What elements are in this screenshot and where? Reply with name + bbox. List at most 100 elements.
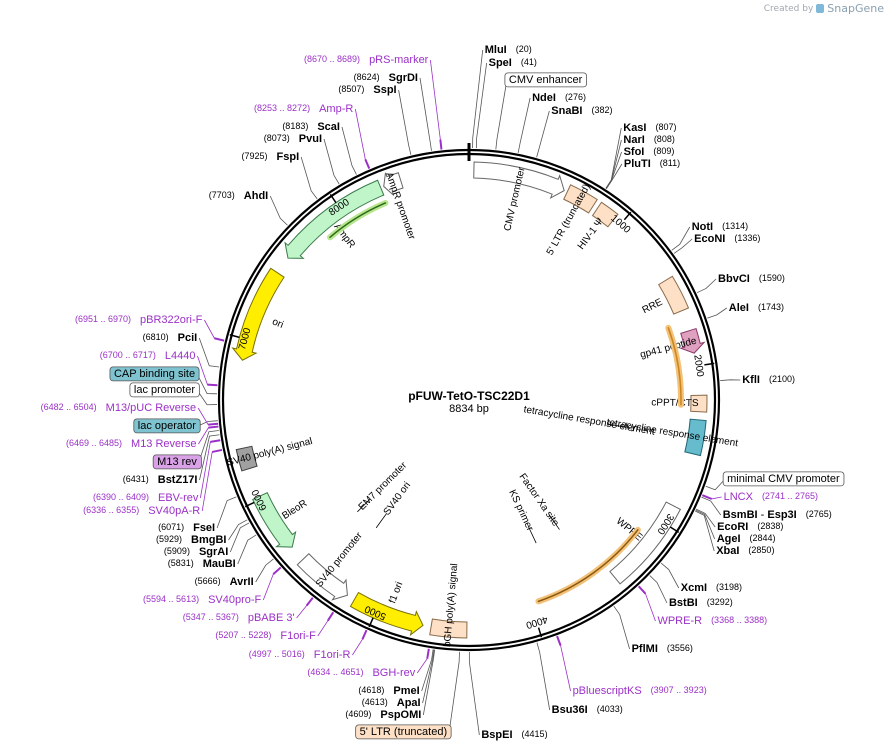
site-name: Amp-R bbox=[319, 103, 353, 115]
primer-mark-prs-marker bbox=[439, 139, 443, 150]
feature-callout-lac-operator: lac operator bbox=[138, 420, 196, 432]
callout-box-cmv-enhancer bbox=[504, 72, 588, 88]
site-name: M13/pUC Reverse bbox=[106, 402, 196, 414]
snapgene-brand: Created by SnapGene bbox=[764, 2, 884, 15]
enzyme-label-pspomi: (4609) PspOMI bbox=[345, 709, 421, 721]
site-position: (7925) bbox=[242, 151, 268, 161]
callout-box-cap-binding-site bbox=[109, 366, 200, 382]
site-name: BstBI bbox=[669, 597, 698, 609]
enzyme-label-scai: (8183) ScaI bbox=[282, 121, 340, 133]
enzyme-label-pflmi: PflMI (3556) bbox=[632, 643, 693, 655]
site-position: (6469 .. 6485) bbox=[66, 438, 122, 448]
enzyme-label-pmei: (4618) PmeI bbox=[358, 685, 419, 697]
site-position: (2741 .. 2765) bbox=[762, 491, 818, 501]
site-position: (41) bbox=[521, 57, 537, 67]
enzyme-label-bspei: BspEI (4415) bbox=[481, 729, 547, 741]
enzyme-label-ndei: NdeI (276) bbox=[532, 92, 586, 104]
leader-cap-binding-site bbox=[196, 373, 218, 395]
enzyme-label-bsu36i: Bsu36I (4033) bbox=[552, 704, 623, 716]
feature-sv40-promoter bbox=[296, 553, 348, 601]
enzyme-label-sspi: (8507) SspI bbox=[338, 84, 396, 96]
primer-label-pbabe-3: (5347 .. 5367) pBABE 3' bbox=[183, 612, 295, 624]
site-position: (8183) bbox=[282, 121, 308, 131]
site-position: (8073) bbox=[264, 133, 290, 143]
site-name: SfoI bbox=[624, 146, 645, 158]
primer-mark-f1ori-r bbox=[361, 629, 368, 640]
site-position: (5347 .. 5367) bbox=[183, 612, 239, 622]
site-leaders bbox=[196, 49, 741, 736]
enzyme-label-ahdi: (7703) AhdI bbox=[209, 190, 268, 202]
callout-box-minimal-cmv-promoter bbox=[722, 471, 845, 487]
tick-mark-4000 bbox=[537, 627, 543, 638]
site-name: SgrAI bbox=[199, 546, 228, 558]
enzyme-label-noti: NotI (1314) bbox=[692, 221, 748, 233]
leader-lac-operator bbox=[197, 420, 218, 427]
site-name: MluI bbox=[485, 44, 507, 56]
primer-mark-m13-puc-reverse bbox=[208, 422, 219, 426]
primer-label-bgh-rev: (4634 .. 4651) BGH-rev bbox=[307, 667, 415, 679]
site-position: (2765) bbox=[806, 509, 832, 519]
enzyme-label-bbvci: BbvCI (1590) bbox=[718, 273, 785, 285]
site-position: (8624) bbox=[354, 72, 380, 82]
site-position: (4415) bbox=[522, 729, 548, 739]
site-position: (3198) bbox=[716, 582, 742, 592]
feature-callout-minimal-cmv-promoter: minimal CMV promoter bbox=[727, 473, 840, 485]
site-position: (2844) bbox=[750, 533, 776, 543]
leader-xcmi bbox=[660, 562, 680, 589]
site-position: (6951 .. 6970) bbox=[75, 314, 131, 324]
enzyme-label-bmgbi: (5929) BmgBI bbox=[156, 534, 226, 546]
leader-bmgbi bbox=[228, 519, 248, 541]
leader-xbai bbox=[695, 510, 715, 552]
site-name: PluTI bbox=[624, 158, 651, 170]
leader-spei bbox=[475, 62, 488, 149]
site-position: (8507) bbox=[338, 84, 364, 94]
site-name: BbvCI bbox=[718, 273, 750, 285]
site-position: (1743) bbox=[758, 302, 784, 312]
feature-cmv-promoter bbox=[473, 161, 565, 199]
site-position: (1590) bbox=[759, 273, 785, 283]
site-name: pBABE 3' bbox=[248, 612, 295, 624]
site-position: (4634 .. 4651) bbox=[307, 667, 363, 677]
site-name: EBV-rev bbox=[158, 492, 199, 504]
site-name: Bsu36I bbox=[552, 704, 588, 716]
feature-callout-lac-promoter: lac promoter bbox=[134, 384, 195, 396]
feature-bleor bbox=[252, 492, 297, 548]
tick-label-1000: 1000 bbox=[608, 213, 632, 236]
primer-label-amp-r: (8253 .. 8272) Amp-R bbox=[254, 103, 353, 115]
leader-sv40pro-f bbox=[262, 567, 282, 601]
site-name: SgrDI bbox=[389, 72, 418, 84]
site-name: pRS-marker bbox=[369, 54, 429, 66]
leader-minimal-cmv-promoter bbox=[705, 478, 726, 491]
site-position: (5831) bbox=[168, 558, 194, 568]
site-name: ApaI bbox=[397, 697, 421, 709]
tick-mark-7000 bbox=[229, 333, 240, 339]
primer-label-wpre-r: WPRE-R (3368 .. 3388) bbox=[657, 615, 767, 627]
site-name: SspI bbox=[373, 84, 396, 96]
leader-pcii bbox=[198, 337, 220, 368]
enzyme-label-sgrai: (5909) SgrAI bbox=[164, 546, 228, 558]
site-name: FspI bbox=[277, 151, 300, 163]
enzyme-label-fsei: (6071) FseI bbox=[158, 522, 215, 534]
enzyme-label-sfoi: SfoI (809) bbox=[624, 146, 675, 158]
site-position: (382) bbox=[591, 105, 612, 115]
tick-mark-2000 bbox=[704, 362, 715, 366]
enzyme-label-bsmbi: BsmBI - Esp3I (2765) bbox=[723, 509, 832, 521]
leader-m13-rev bbox=[198, 430, 219, 463]
leader-ahdi bbox=[269, 195, 288, 226]
leader-lac-promoter bbox=[196, 389, 218, 406]
feature-wpre bbox=[609, 501, 682, 585]
site-position: (6431) bbox=[123, 474, 149, 484]
leader-m13-puc-reverse bbox=[197, 407, 219, 426]
leader-scai bbox=[341, 126, 357, 175]
primer-mark-sv40pa-r bbox=[211, 448, 223, 453]
site-position: (4613) bbox=[362, 697, 388, 707]
site-position: (5929) bbox=[156, 534, 182, 544]
tick-mark-8000 bbox=[329, 193, 337, 204]
enzyme-label-bstbi: BstBI (3292) bbox=[669, 597, 733, 609]
leader-mlui bbox=[472, 49, 484, 149]
primer-mark-pbluescriptks bbox=[556, 635, 562, 646]
feature-label-hiv-1: HIV-1 Ψ bbox=[576, 216, 606, 252]
site-name: SV40pA-R bbox=[148, 505, 200, 517]
primer-label-prs-marker: (8670 .. 8689) pRS-marker bbox=[304, 54, 429, 66]
